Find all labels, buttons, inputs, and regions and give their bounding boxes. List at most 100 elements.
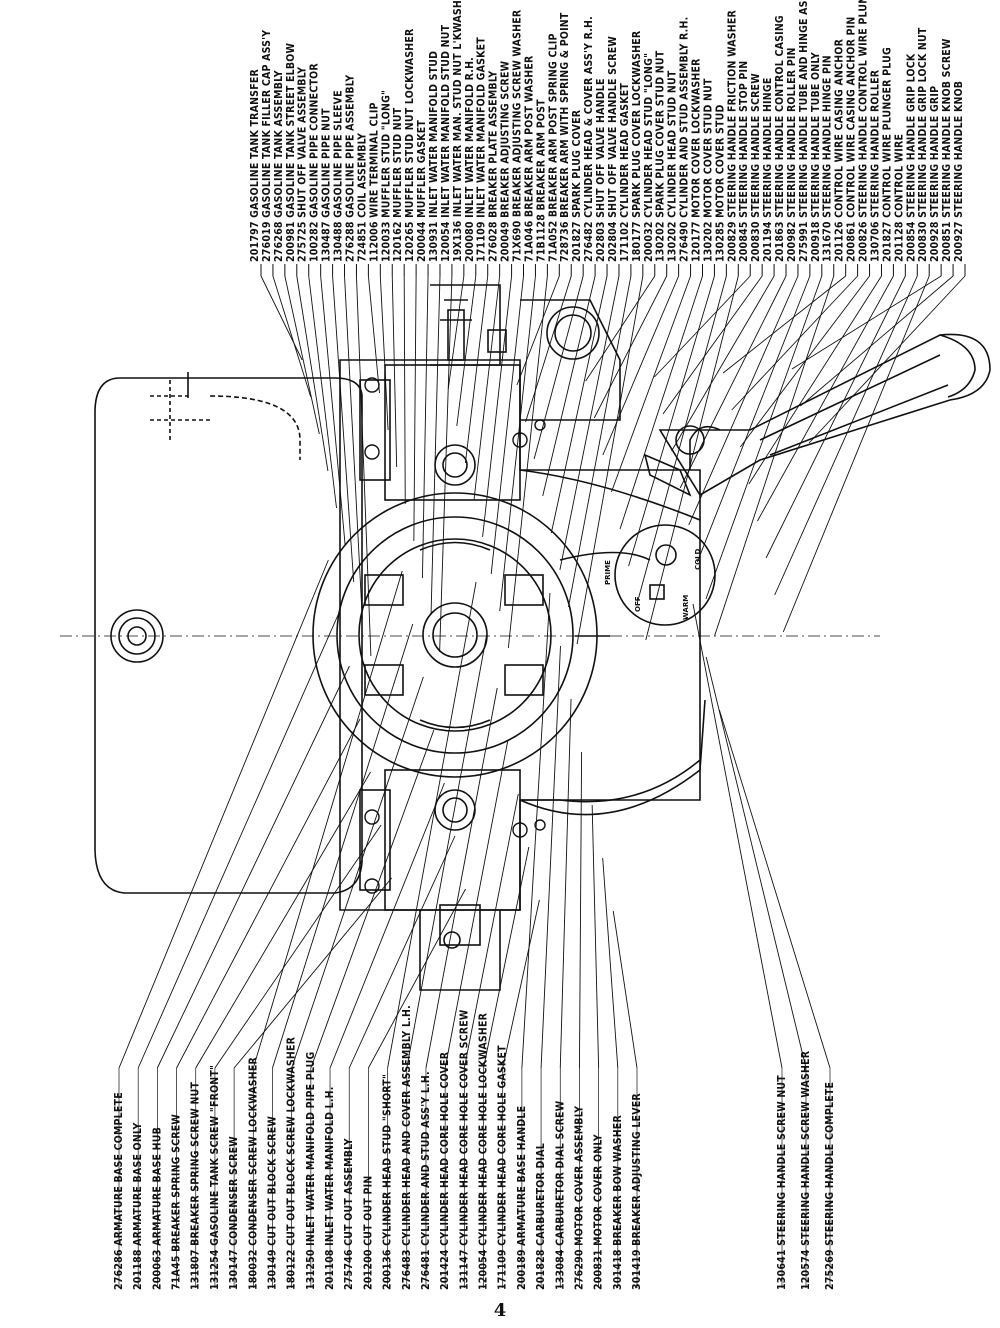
- leader-line: [214, 824, 382, 1069]
- callout-top-label: 200845 STEERING HANDLE STOP PIN: [738, 61, 750, 262]
- callout-top-label: 120265 MUFFLER STUD NUT LOCKWASHER: [404, 28, 416, 262]
- leader-line: [619, 275, 703, 530]
- leader-line: [344, 275, 363, 620]
- leader-line: [757, 275, 894, 522]
- spark-plug: [447, 309, 465, 361]
- leader-line: [705, 656, 807, 1069]
- leader-line: [473, 275, 501, 501]
- callout-top-label: 130706 STEERING HANDLE ROLLER: [869, 69, 881, 262]
- leader-line: [748, 275, 882, 485]
- leader-line: [731, 275, 858, 411]
- leader-line: [379, 275, 389, 431]
- cylinder-lh: [384, 769, 521, 911]
- leader-line: [176, 718, 361, 1069]
- callout-top-label: 130202 CYLINDER HEAD STUD NUT: [667, 70, 679, 262]
- leader-line: [791, 275, 942, 370]
- leader-line: [808, 275, 966, 444]
- callout-top-label: 276019 GASOLINE TANK FILLER CAP ASS'Y: [261, 30, 273, 262]
- leader-line: [483, 846, 530, 1069]
- callout-top-label: 71B1128 BREAKER ARM POST: [535, 99, 547, 262]
- callout-top-label: 120177 MOTOR COVER LOCKWASHER: [690, 58, 702, 262]
- leader-line: [593, 275, 668, 419]
- callout-top-label: 276288 GASOLINE PIPE ASSEMBLY: [344, 75, 356, 262]
- leader-line: [591, 804, 600, 1069]
- leader-line: [533, 275, 584, 460]
- callout-top-label: 276482 CYLINDER HEAD & COVER ASS'Y R.H.: [583, 16, 595, 262]
- callout-top-label: 276268 GASOLINE TANK ASSEMBLY: [273, 70, 285, 262]
- leader-line: [540, 645, 561, 1069]
- callout-top-label: 171109 INLET WATER MANIFOLD GASKET: [476, 37, 488, 262]
- leader-line: [425, 687, 498, 1069]
- callout-top-label: 200049 BREAKER ADJUSTING SCREW: [500, 60, 512, 262]
- leader-line: [692, 603, 783, 1069]
- callout-top-label: 120162 MUFFLER STUD NUT: [392, 107, 404, 262]
- callout-top-label: 200044 MUFFLER GASKET: [416, 120, 428, 262]
- steering-handle: [643, 333, 991, 497]
- callout-top-label: 201863 STEERING HANDLE CONTROL CASING: [774, 15, 786, 262]
- leader-line: [118, 559, 329, 1069]
- callout-top-label: 120033 MUFFLER STUD "LONG": [380, 90, 392, 262]
- callout-top-label: 200826 STEERING HANDLE CONTROL WIRE PLUN…: [858, 0, 870, 262]
- callout-top-label: 180177 SPARK PLUG COVER LOCKWASHER: [631, 30, 643, 262]
- leader-line: [718, 709, 831, 1069]
- leader-line: [516, 275, 560, 386]
- leader-line: [490, 275, 524, 575]
- dial-label-prime: PRIME: [604, 560, 612, 585]
- leader-line: [482, 275, 513, 538]
- callout-top-label: 71X690 BREAKER ADJUSTING SCREW WASHER: [512, 9, 524, 262]
- callout-top-label: 275991 STEERING HANDLE TUBE AND HINGE AS…: [798, 0, 810, 262]
- leader-line: [439, 275, 453, 653]
- leader-line: [602, 857, 619, 1069]
- leader-line: [662, 275, 763, 415]
- leader-line: [272, 623, 414, 1069]
- leader-line: [463, 793, 519, 1069]
- leader-line: [705, 275, 823, 600]
- callout-top-label: 200854 STEERING HANDLE GRIP LOCK: [905, 53, 917, 262]
- leader-line: [722, 275, 846, 374]
- dial-label-warm: WARM: [682, 595, 690, 620]
- flywheel-inner: [336, 516, 574, 754]
- leader-line: [611, 275, 691, 493]
- leader-line: [464, 275, 489, 464]
- leader-line: [252, 570, 403, 1069]
- leader-line: [308, 275, 337, 509]
- leader-line: [628, 275, 715, 567]
- leader-line: [502, 899, 540, 1069]
- leader-line: [576, 275, 644, 645]
- leader-line: [499, 275, 536, 612]
- callout-top-label: 200928 STEERING HANDLE GRIP: [929, 86, 941, 262]
- callout-top-label: 200918 STEERING HANDLE TUBE ONLY: [810, 52, 822, 262]
- leader-line: [272, 275, 312, 398]
- leader-line: [550, 275, 608, 534]
- callout-top-label: 200032 CYLINDER HEAD STUD "LONG": [643, 53, 655, 262]
- leader-line: [329, 782, 445, 1069]
- leader-line: [195, 771, 371, 1069]
- callout-top-label: 202803 SHUT OFF VALVE HANDLE: [595, 78, 607, 262]
- callout-top-label: 130487 GASOLINE PIPE NUT: [321, 108, 333, 262]
- leader-line: [696, 275, 811, 563]
- spark-plug-cover: [430, 284, 501, 366]
- callout-top-label: 71A046 BREAKER ARM POST WASHER: [523, 55, 535, 262]
- leader-line: [568, 275, 632, 608]
- leader-line: [348, 835, 456, 1069]
- callout-top-label: 201797 GASOLINE TANK TRANSFER: [249, 69, 261, 262]
- callout-top-label: 200851 STEERING HANDLE KNOB SCREW: [941, 38, 953, 262]
- callout-top-label: 120054 INLET WATER MANIFOLD STUD NUT: [440, 24, 452, 262]
- leader-line: [559, 275, 620, 571]
- leader-line: [525, 275, 572, 423]
- leader-line: [774, 275, 918, 596]
- callout-top-label: 201827 CONTROL WIRE PLUNGER PLUG: [881, 47, 893, 262]
- callout-top-label: 200927 STEERING HANDLE KNOB: [953, 81, 965, 262]
- leader-line: [739, 275, 870, 448]
- leader-line: [233, 877, 393, 1069]
- callout-top-label: 200982 STEERING HANDLE ROLLER PIN: [786, 47, 798, 262]
- leader-line: [260, 275, 303, 361]
- callout-top-label: 19X136 INLET WATER MAN. STUD NUT L'KWASH: [452, 0, 464, 262]
- leader-line: [602, 275, 680, 456]
- leader-line: [421, 275, 429, 579]
- callout-top-label: 171102 CYLINDER HEAD GASKET: [619, 83, 631, 262]
- leader-line: [406, 634, 488, 1069]
